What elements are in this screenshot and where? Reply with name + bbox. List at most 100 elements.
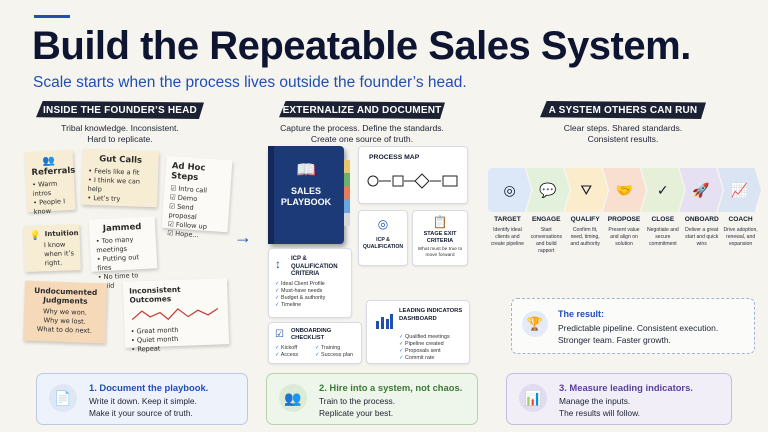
card-title: ICP & QUALIFICATION [362, 237, 404, 250]
stage-description: Start conversations and build rapport [530, 227, 562, 254]
sales-process-flow: ◎💬⛛🤝✓🚀📈 [488, 168, 761, 212]
bar-chart-icon [376, 314, 393, 329]
stage-chevron-engage: 💬 [526, 168, 570, 212]
playbook-title: SALES PLAYBOOK [268, 186, 344, 208]
note-title: Intuition [44, 229, 79, 239]
clipboard-checklist-icon: 📋 [432, 215, 448, 229]
column-desc-line: Hard to replicate. [87, 134, 153, 144]
stage-chevron-qualify: ⛛ [564, 168, 608, 212]
binder-spine [268, 146, 274, 244]
column-desc-line: Consistent results. [587, 134, 659, 144]
criteria-item: Budget & authority [275, 295, 325, 302]
note-ad-hoc-steps: Ad Hoc Steps Intro call Demo Send propos… [161, 155, 233, 239]
stage-coach-icon: 📈 [730, 181, 749, 198]
stage-name: ENGAGE [532, 216, 561, 223]
column-desc-system: Clear steps. Shared standards. Consisten… [540, 123, 706, 145]
column-desc-line: Clear steps. Shared standards. [563, 123, 683, 133]
note-title: Inconsistent Outcomes [129, 284, 181, 305]
result-callout: 🏆 The result: Predictable pipeline. Cons… [511, 298, 755, 354]
column-desc-line: Capture the process. Define the standard… [280, 123, 444, 133]
leading-indicators-card: LEADING INDICATORS DASHBOARD Qualified m… [366, 300, 470, 364]
stage-engage-icon: 💬 [539, 181, 557, 198]
note-title: Undocumented Judgments [34, 285, 98, 306]
arrow-right-icon: → [234, 227, 252, 247]
note-referrals: 👥 Referrals Warm intros People I know [24, 149, 76, 216]
criteria-item: Timeline [275, 302, 325, 309]
note-line: I know when it’s right. [43, 240, 75, 268]
card-title: PROCESS MAP [369, 154, 420, 161]
note-title: Jammed [102, 222, 142, 235]
zigzag-line-icon [131, 308, 219, 321]
result-title: The result: [558, 309, 605, 319]
team-people-icon: 👥 [279, 384, 307, 412]
stage-name: TARGET [494, 216, 521, 223]
indicator-item: Proposals sent [399, 348, 450, 355]
playbook-title-line: SALES [290, 186, 321, 196]
column-desc-founder: Tribal knowledge. Inconsistent. Hard to … [36, 123, 204, 145]
note-jammed: Jammed Too many meetings Putting out fir… [88, 216, 158, 290]
stage-chevron-coach: 📈 [717, 168, 761, 212]
result-line: Predictable pipeline. Consistent executi… [558, 323, 719, 333]
note-line: Repeat [131, 342, 223, 354]
onboarding-list: Kickoff Training Access Success plan [275, 345, 359, 359]
binder-tabs [344, 160, 350, 226]
column-heading-founder: INSIDE THE FOUNDER’S HEAD [36, 101, 204, 119]
column-desc-line: Create one source of truth. [310, 134, 414, 144]
open-book-icon: 📖 [296, 162, 316, 179]
process-map-card: PROCESS MAP [358, 146, 468, 204]
criteria-item: Ideal Client Profile [275, 281, 325, 288]
note-line: Let’s try [87, 194, 151, 205]
stage-target: TARGET Identify ideal clients and create … [488, 216, 527, 255]
onboarding-checklist-card: ☑ ONBOARDING CHECKLIST Kickoff Training … [268, 322, 362, 364]
indicator-item: Qualified meetings [399, 334, 450, 341]
takeaway-line: Replicate your best. [319, 408, 394, 418]
note-line: People I know [33, 197, 70, 217]
takeaway-title: 3. Measure leading indicators. [559, 382, 693, 393]
note-line: Warm intros [32, 179, 69, 199]
lightbulb-icon: 💡 [29, 230, 41, 242]
stage-name: QUALIFY [570, 216, 600, 223]
checklist-icon: ☑ [275, 329, 284, 340]
note-gut-calls: Gut Calls Feels like a fit I think we ca… [81, 148, 159, 208]
stage-name: CLOSE [651, 216, 675, 223]
card-title: STAGE EXIT CRITERIA [423, 231, 457, 244]
stage-description: Identify ideal clients and create pipeli… [490, 227, 524, 247]
sales-playbook-binder: 📖 SALES PLAYBOOK [268, 146, 350, 244]
stage-close-icon: ✓ [656, 181, 669, 198]
note-title: Gut Calls [98, 154, 143, 166]
trophy-icon: 🏆 [522, 311, 548, 337]
stage-description: Drive adoption, renewal, and expansion [723, 227, 758, 247]
stage-chevron-propose: 🤝 [602, 168, 647, 212]
note-line: What to do next. [36, 325, 93, 335]
process-map-diagram-icon [367, 173, 458, 189]
column-desc-externalize: Capture the process. Define the standard… [272, 123, 452, 145]
stage-description: Present value and align on solution [608, 227, 640, 247]
takeaway-line: The results will follow. [559, 408, 640, 418]
note-title: Referrals [31, 165, 76, 178]
icp-qualification-card: ◎ ICP & QUALIFICATION [358, 210, 408, 266]
document-icon: 📄 [49, 384, 77, 412]
note-title: Ad Hoc Steps [170, 161, 206, 184]
stage-name: ONBOARD [684, 216, 719, 223]
takeaway-title: 2. Hire into a system, not chaos. [319, 382, 463, 393]
column-desc-line: Tribal knowledge. Inconsistent. [61, 123, 179, 133]
onboarding-item: Success plan [315, 352, 359, 359]
takeaway-document-playbook: 📄 1. Document the playbook. Write it dow… [36, 373, 248, 425]
note-intuition: 💡 Intuition I know when it’s right. [23, 224, 81, 272]
note-line: I think we can help [87, 176, 152, 196]
note-undocumented-judgments: Undocumented Judgments Why we won. Why w… [22, 280, 108, 344]
takeaway-line: Write it down. Keep it simple. [89, 396, 197, 406]
indicator-item: Pipeline created [399, 341, 450, 348]
stage-chevron-close: ✓ [641, 168, 685, 212]
target-person-icon: ◎ [377, 217, 389, 231]
title-accent-bar [34, 15, 70, 18]
card-desc: What must be true to move forward [417, 247, 463, 258]
takeaway-line: Manage the inputs. [559, 396, 631, 406]
takeaway-title: 1. Document the playbook. [89, 382, 209, 393]
sales-stage-labels: TARGET Identify ideal clients and create … [488, 216, 760, 255]
playbook-title-line: PLAYBOOK [280, 197, 332, 207]
card-title: ICP & QUALIFICATION CRITERIA [291, 256, 338, 277]
